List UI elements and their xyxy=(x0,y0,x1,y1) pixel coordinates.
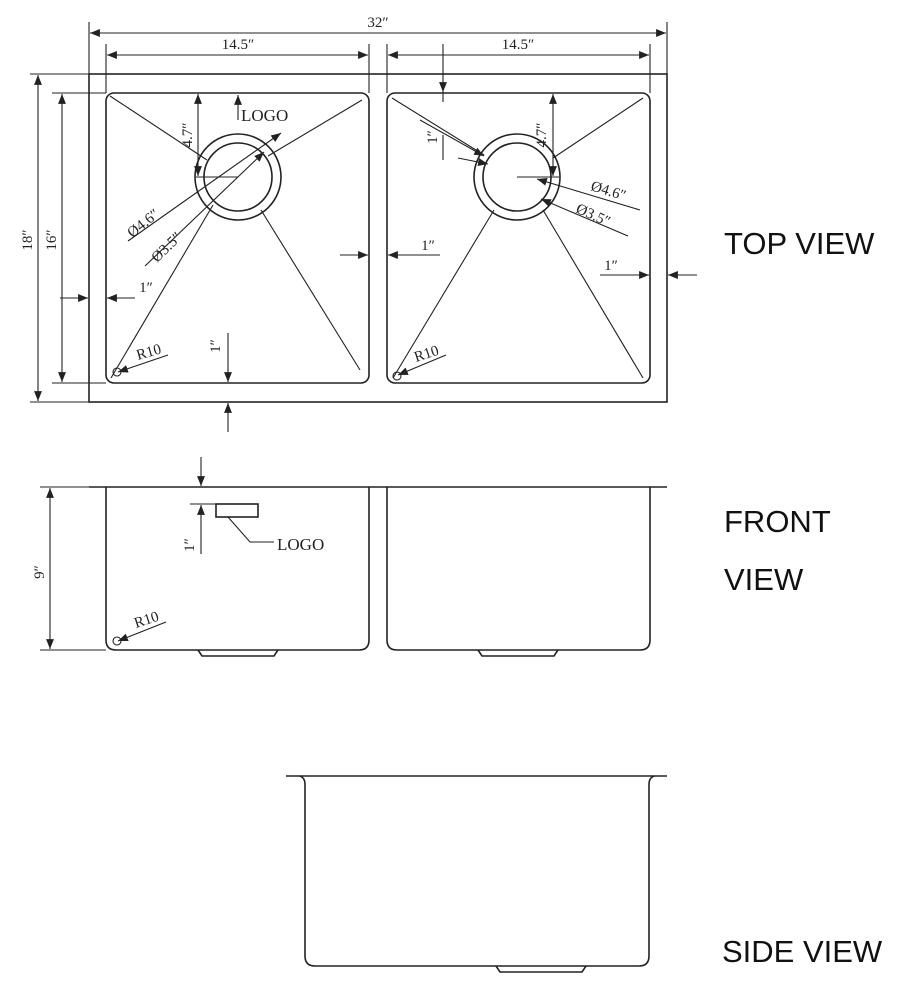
right-flange-dimension: 1″ xyxy=(600,258,697,279)
logo-offset-dimension: 1″ xyxy=(182,457,260,554)
height-dimension: 9″ xyxy=(32,486,106,651)
overall-depth-dimension: 18″ xyxy=(20,73,89,403)
front-view-label-line2: VIEW xyxy=(724,562,804,597)
top-logo-callout: LOGO xyxy=(234,95,288,125)
side-drain xyxy=(495,965,587,973)
front-right-drain xyxy=(477,649,559,657)
right-drain xyxy=(473,133,561,221)
right-drain-offset-dimension: 4.7″ xyxy=(534,94,557,176)
top-view: 32″ 14.5″ 14.5″ 18″ 16″ xyxy=(20,15,697,432)
top-logo-label: LOGO xyxy=(241,106,288,125)
divider-width-label: 1″ xyxy=(421,238,435,254)
front-left-bowl xyxy=(105,487,370,651)
height-label: 9″ xyxy=(32,565,48,579)
right-drain-side-offset-dimension: 1″ xyxy=(425,44,447,160)
overall-width-label: 32″ xyxy=(367,15,388,31)
front-left-drain xyxy=(197,649,279,657)
side-view xyxy=(286,775,667,973)
overall-width-dimension: 32″ xyxy=(88,15,668,74)
right-bowl-width-dimension: 14.5″ xyxy=(386,37,651,93)
left-flange-label: 1″ xyxy=(139,280,153,296)
logo-offset-label: 1″ xyxy=(182,538,198,552)
right-drain-inner-diameter-label: Ø3.5″ xyxy=(573,201,612,230)
front-view: LOGO 1″ 9″ R10 xyxy=(32,457,667,657)
left-corner-radius-label: R10 xyxy=(135,342,163,364)
left-flange-dimension: 1″ xyxy=(60,280,153,302)
front-logo-label: LOGO xyxy=(277,535,324,554)
right-drain-side-offset-label: 1″ xyxy=(425,130,441,144)
top-view-outer-rim xyxy=(88,73,668,403)
side-view-label: SIDE VIEW xyxy=(722,934,883,969)
right-bowl-slope-lines xyxy=(391,97,644,379)
left-bowl-width-label: 14.5″ xyxy=(222,37,255,53)
bowl-depth-dimension: 16″ xyxy=(44,92,106,384)
right-flange-label: 1″ xyxy=(604,258,618,274)
right-corner-radius-callout: R10 xyxy=(392,343,447,381)
overall-depth-label: 18″ xyxy=(20,229,36,250)
left-drain-outer-diameter-label: Ø4.6″ xyxy=(125,206,163,241)
right-corner-radius-label: R10 xyxy=(412,343,441,366)
top-view-label: TOP VIEW xyxy=(724,226,875,261)
left-corner-radius-callout: R10 xyxy=(112,342,169,377)
right-drain-offset-label: 4.7″ xyxy=(534,123,550,148)
right-bowl-width-label: 14.5″ xyxy=(502,37,535,53)
left-bowl-outline xyxy=(105,92,370,384)
left-drain-offset-dimension: 4.7″ xyxy=(180,94,202,176)
left-drain xyxy=(194,133,282,221)
front-logo-plate xyxy=(215,503,259,518)
bottom-flange-dimension: 1″ xyxy=(208,333,232,432)
front-corner-radius-label: R10 xyxy=(132,609,161,632)
right-bowl-outline xyxy=(386,92,651,384)
left-bowl-slope-lines xyxy=(109,95,363,379)
front-right-bowl xyxy=(386,487,651,651)
left-bowl-width-dimension: 14.5″ xyxy=(105,37,370,93)
bowl-depth-label: 16″ xyxy=(44,229,60,250)
bottom-flange-label: 1″ xyxy=(208,339,224,353)
left-drain-offset-label: 4.7″ xyxy=(180,123,196,148)
divider-width-dimension: 1″ xyxy=(340,238,440,259)
front-view-label-line1: FRONT xyxy=(724,504,831,539)
front-corner-radius-callout: R10 xyxy=(112,609,167,646)
